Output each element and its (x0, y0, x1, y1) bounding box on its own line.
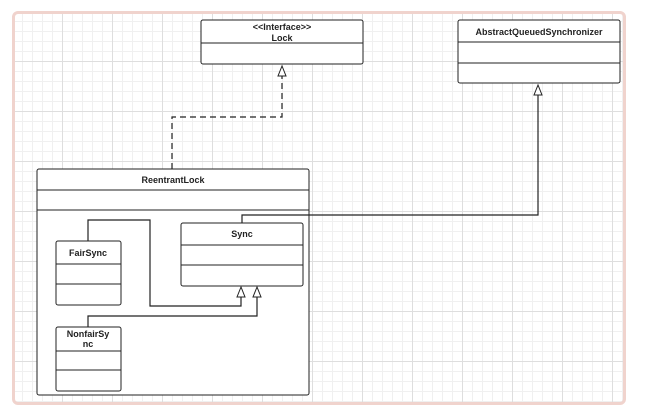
lock-class-name: Lock (271, 33, 293, 43)
class-fair-sync[interactable]: FairSync (55, 240, 122, 306)
arrowhead-hollow-triangle (236, 285, 246, 298)
nonfair-sync-class-name-line-1: NonfairSy (67, 329, 110, 339)
class-sync[interactable]: Sync (180, 222, 304, 287)
edge-reentrantlock-implements-lock[interactable] (171, 64, 287, 169)
aqs-class-name: AbstractQueuedSynchronizer (475, 27, 603, 37)
arrowhead-hollow-triangle (277, 64, 287, 77)
nonfair-sync-class-name-line-2: nc (83, 339, 94, 349)
class-aqs[interactable]: AbstractQueuedSynchronizer (457, 19, 621, 84)
arrowhead-hollow-triangle (252, 285, 262, 298)
sync-class-name: Sync (231, 229, 253, 239)
class-nonfair-sync[interactable]: NonfairSy nc (55, 326, 122, 392)
arrowhead-hollow-triangle (533, 83, 543, 96)
class-lock[interactable]: <<Interface>> Lock (200, 19, 364, 65)
reentrant-lock-class-name: ReentrantLock (141, 175, 205, 185)
edge-fairsync-extends-sync[interactable] (87, 219, 246, 307)
fair-sync-class-name: FairSync (69, 248, 107, 258)
edge-nonfairsync-extends-sync[interactable] (87, 285, 262, 327)
edge-sync-extends-aqs[interactable] (241, 83, 543, 223)
lock-stereotype: <<Interface>> (253, 22, 312, 32)
